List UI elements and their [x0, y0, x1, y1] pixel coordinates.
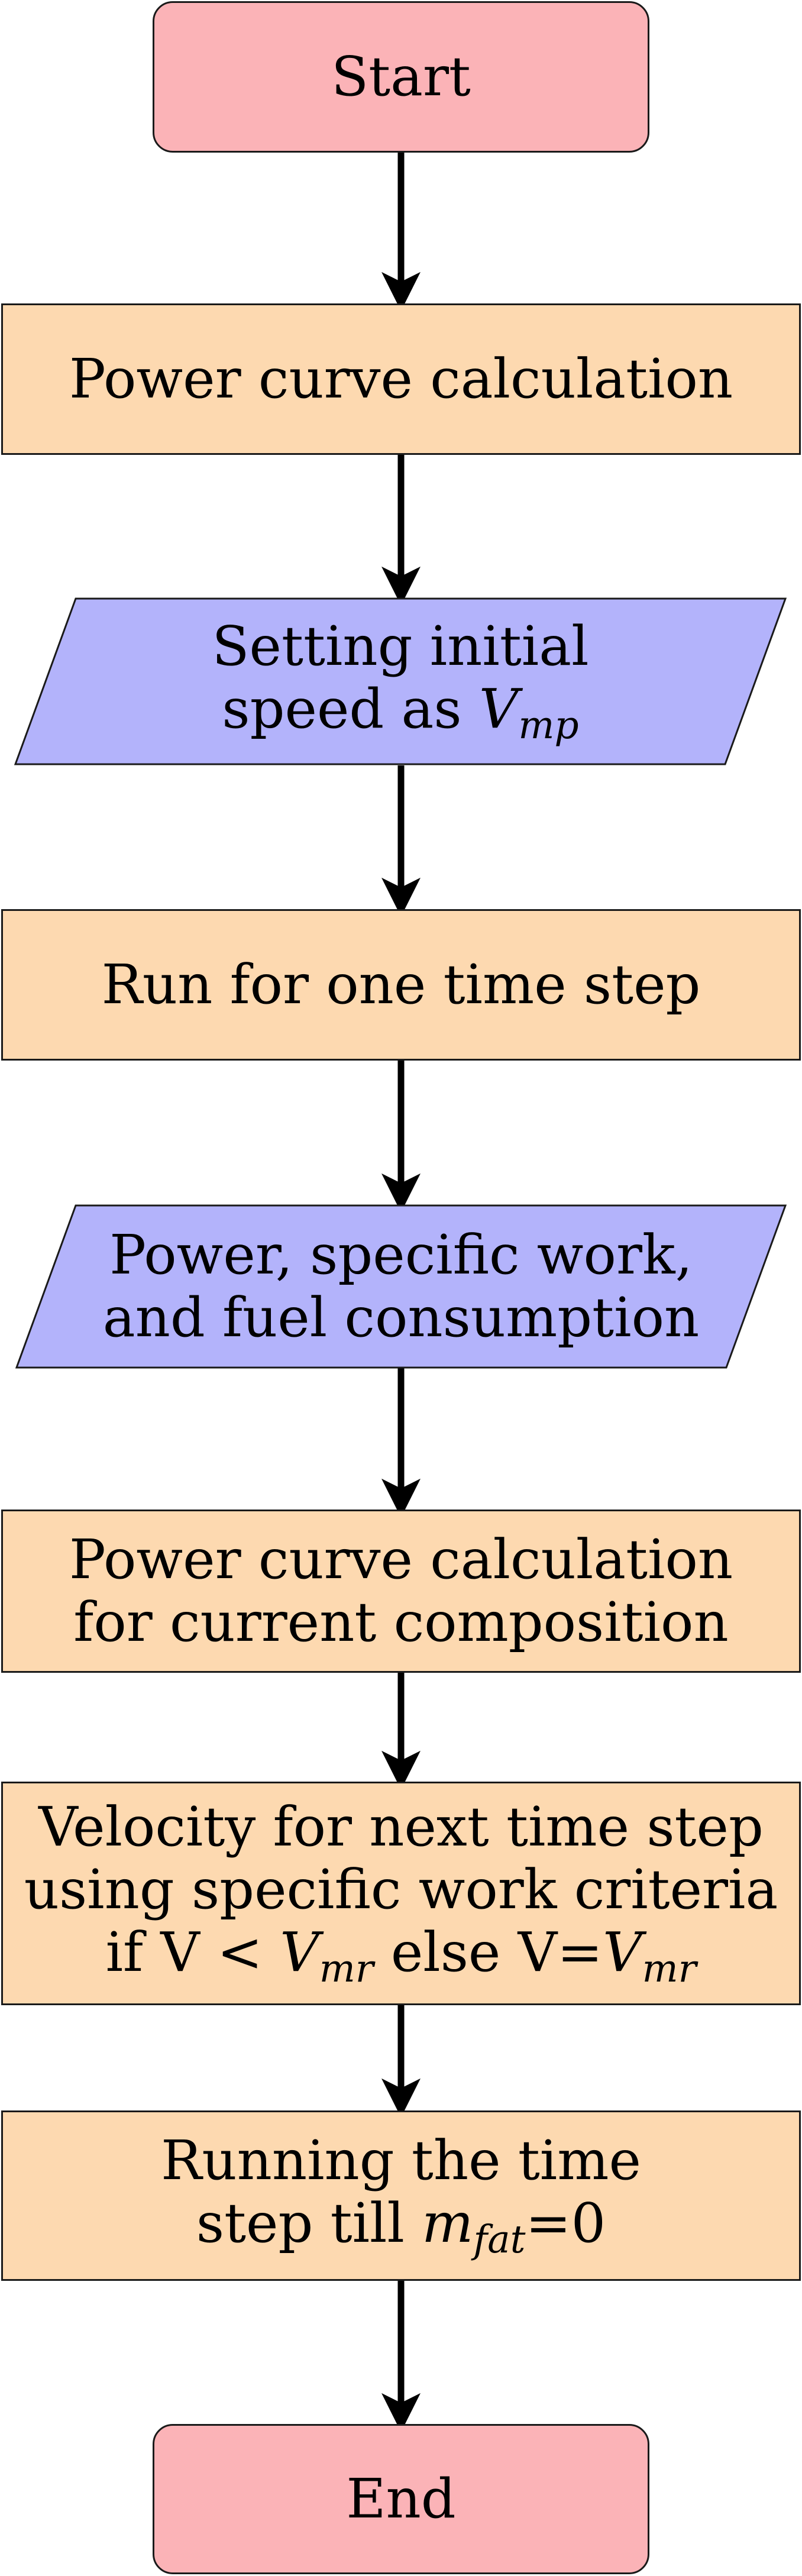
- velocity-sub-2: mr: [642, 1946, 697, 1991]
- velocity-line-2: using specific work criteria: [24, 1857, 778, 1921]
- running-suffix: =0: [525, 2191, 606, 2255]
- velocity-node: Velocity for next time step using specif…: [1, 1782, 801, 2005]
- running-var: m: [422, 2191, 474, 2255]
- end-label: End: [346, 2467, 456, 2531]
- outputs-text: Power, specific work, and fuel consumpti…: [103, 1224, 699, 1349]
- running-text: Running the time step till mfat=0: [161, 2129, 641, 2262]
- initial-speed-var: V: [478, 677, 519, 741]
- velocity-var-1: V: [280, 1920, 319, 1984]
- running-line-1: Running the time: [161, 2129, 641, 2193]
- power-curve-current-line-2: for current composition: [73, 1591, 729, 1654]
- velocity-line-1: Velocity for next time step: [38, 1795, 764, 1859]
- power-curve-current-line-1: Power curve calculation: [69, 1528, 733, 1592]
- start-label: Start: [331, 45, 471, 109]
- running-node: Running the time step till mfat=0: [1, 2110, 801, 2281]
- start-node: Start: [153, 1, 649, 153]
- velocity-line-3: if V < Vmr else V=Vmr: [24, 1921, 778, 1991]
- velocity-text: Velocity for next time step using specif…: [24, 1796, 778, 1991]
- running-line-2: step till mfat=0: [161, 2192, 641, 2262]
- end-node: End: [153, 2424, 649, 2574]
- outputs-line-1: Power, specific work,: [109, 1223, 693, 1287]
- initial-speed-line-1: Setting initial: [212, 615, 589, 678]
- initial-speed-text: Setting initial speed as Vmp: [212, 615, 589, 748]
- initial-speed-prefix: speed as: [222, 677, 479, 741]
- velocity-else: else V=: [373, 1920, 603, 1984]
- power-curve-current-text: Power curve calculation for current comp…: [69, 1528, 733, 1654]
- outputs-line-2: and fuel consumption: [102, 1286, 700, 1349]
- initial-speed-sub: mp: [518, 703, 579, 748]
- initial-speed-line-2: speed as Vmp: [212, 677, 589, 748]
- power-curve-current-node: Power curve calculation for current comp…: [1, 1510, 801, 1673]
- run-step-node: Run for one time step: [1, 909, 801, 1061]
- velocity-condition: if V <: [105, 1920, 280, 1984]
- power-curve-label: Power curve calculation: [69, 347, 733, 411]
- running-sub: fat: [473, 2217, 526, 2262]
- initial-speed-node: Setting initial speed as Vmp: [14, 597, 787, 765]
- velocity-sub-1: mr: [319, 1946, 374, 1991]
- outputs-shape: [15, 1204, 787, 1369]
- run-step-label: Run for one time step: [101, 953, 701, 1017]
- velocity-var-2: V: [603, 1920, 642, 1984]
- outputs-node: Power, specific work, and fuel consumpti…: [15, 1204, 787, 1369]
- power-curve-node: Power curve calculation: [1, 303, 801, 455]
- initial-speed-shape: [14, 597, 787, 765]
- running-prefix: step till: [196, 2191, 422, 2255]
